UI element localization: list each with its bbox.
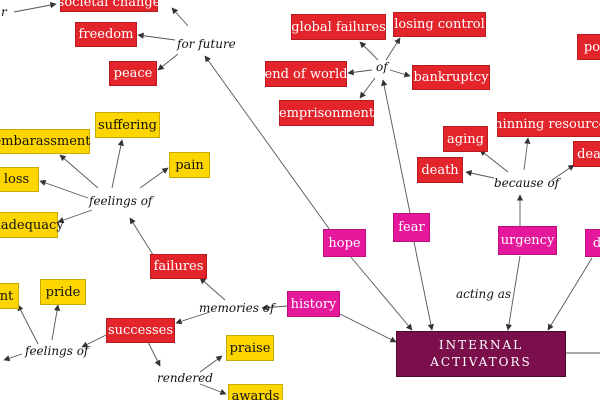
node-societal-change[interactable]: societal change [58, 0, 160, 12]
edge-fear-of [381, 79, 411, 214]
label-rendered: rendered [157, 371, 213, 385]
edge-of-bankruptcy [389, 69, 411, 78]
label-for-future: for future [177, 37, 236, 51]
label-memories-of: memories of [199, 301, 275, 315]
node-freedom[interactable]: freedom [75, 22, 137, 47]
edge-because-of-dea [551, 164, 575, 181]
edge-feelings-2-left [3, 353, 23, 362]
edge-successes-feelings-2 [81, 332, 111, 348]
edge-successes-rendered [147, 341, 161, 367]
label-because-of: because of [494, 176, 560, 190]
edge-rendered-praise [199, 355, 223, 373]
node-death[interactable]: death [417, 157, 463, 183]
edge-feelings-suffering [111, 139, 124, 189]
edge-failures-feelings [129, 217, 156, 259]
edge-feelings-2-pride [51, 304, 61, 341]
node-aging[interactable]: aging [443, 126, 488, 152]
edge-of-losing-control [385, 37, 401, 61]
edge-because-of-death [465, 170, 495, 179]
edge-for-future-peace [157, 53, 179, 71]
node-history[interactable]: history [287, 291, 340, 317]
edge-feelings-inadequacy [57, 209, 93, 224]
node-peace[interactable]: peace [109, 61, 157, 86]
label-feelings-of-2: feelings of [25, 344, 89, 358]
node-hope[interactable]: hope [323, 229, 366, 257]
edge-for-future-freedom [137, 32, 176, 41]
node-internal-activators[interactable]: INTERNAL ACTIVATORS [396, 331, 566, 377]
edge-feelings-embarassment [59, 154, 99, 189]
node-suffering[interactable]: suffering [95, 112, 160, 138]
edge-hope-activators [349, 255, 413, 331]
edge-feelings-pain [139, 167, 169, 189]
label-r-edge: r [1, 5, 7, 19]
node-emprisonment[interactable]: emprisonment [279, 100, 374, 126]
edge-of-end-of-world [347, 69, 373, 76]
label-acting-as: acting as [456, 287, 512, 301]
edge-feelings-loss [39, 179, 89, 199]
node-failures[interactable]: failures [150, 254, 207, 279]
node-pain[interactable]: pain [169, 152, 210, 178]
edge-history-activators [339, 313, 397, 343]
edge-because-of-thinning [523, 137, 531, 171]
edge-feelings-2-nt [17, 304, 39, 345]
internal-activators-line2: ACTIVATORS [430, 355, 532, 369]
edge-of-global-failures [359, 41, 379, 61]
node-losing-control[interactable]: losing control [393, 12, 486, 37]
node-praise[interactable]: praise [226, 335, 274, 361]
internal-activators-line1: INTERNAL [438, 338, 524, 352]
node-embarassment[interactable]: embarassment [0, 129, 91, 154]
node-urgency[interactable]: urgency [498, 226, 557, 255]
node-loss[interactable]: loss [0, 167, 39, 192]
edge-hope-for-future [204, 55, 331, 231]
edge-memories-failures [199, 277, 226, 301]
edge-r-freedom [13, 1, 57, 13]
node-global-failures[interactable]: global failures [291, 14, 386, 40]
edge-urgency-activators [505, 255, 521, 331]
node-pride[interactable]: pride [40, 279, 86, 305]
edge-fear-activators [413, 241, 434, 331]
node-thinning-resources[interactable]: thinning resources [489, 112, 600, 137]
edge-history-memories [261, 304, 289, 311]
edge-for-future-societal-change [171, 7, 189, 27]
edge-because-of-aging [479, 149, 509, 173]
node-dea[interactable]: dea [573, 141, 600, 167]
node-po[interactable]: po [577, 34, 600, 60]
node-nt[interactable]: nt [0, 283, 19, 309]
node-end-of-world[interactable]: end of world [265, 61, 347, 87]
node-successes[interactable]: successes [106, 318, 175, 343]
node-awards[interactable]: awards [228, 384, 283, 400]
label-feelings-of-1: feelings of [89, 194, 153, 208]
label-of: of [376, 60, 388, 74]
edge-of-emprisonment [359, 77, 376, 99]
node-bankruptcy[interactable]: bankruptcy [412, 65, 490, 90]
edge-memories-successes [175, 311, 211, 325]
node-d[interactable]: d [585, 229, 600, 257]
edge-rendered-awards [199, 383, 227, 395]
node-fear[interactable]: fear [393, 213, 430, 242]
edge-d-activators [547, 257, 593, 331]
